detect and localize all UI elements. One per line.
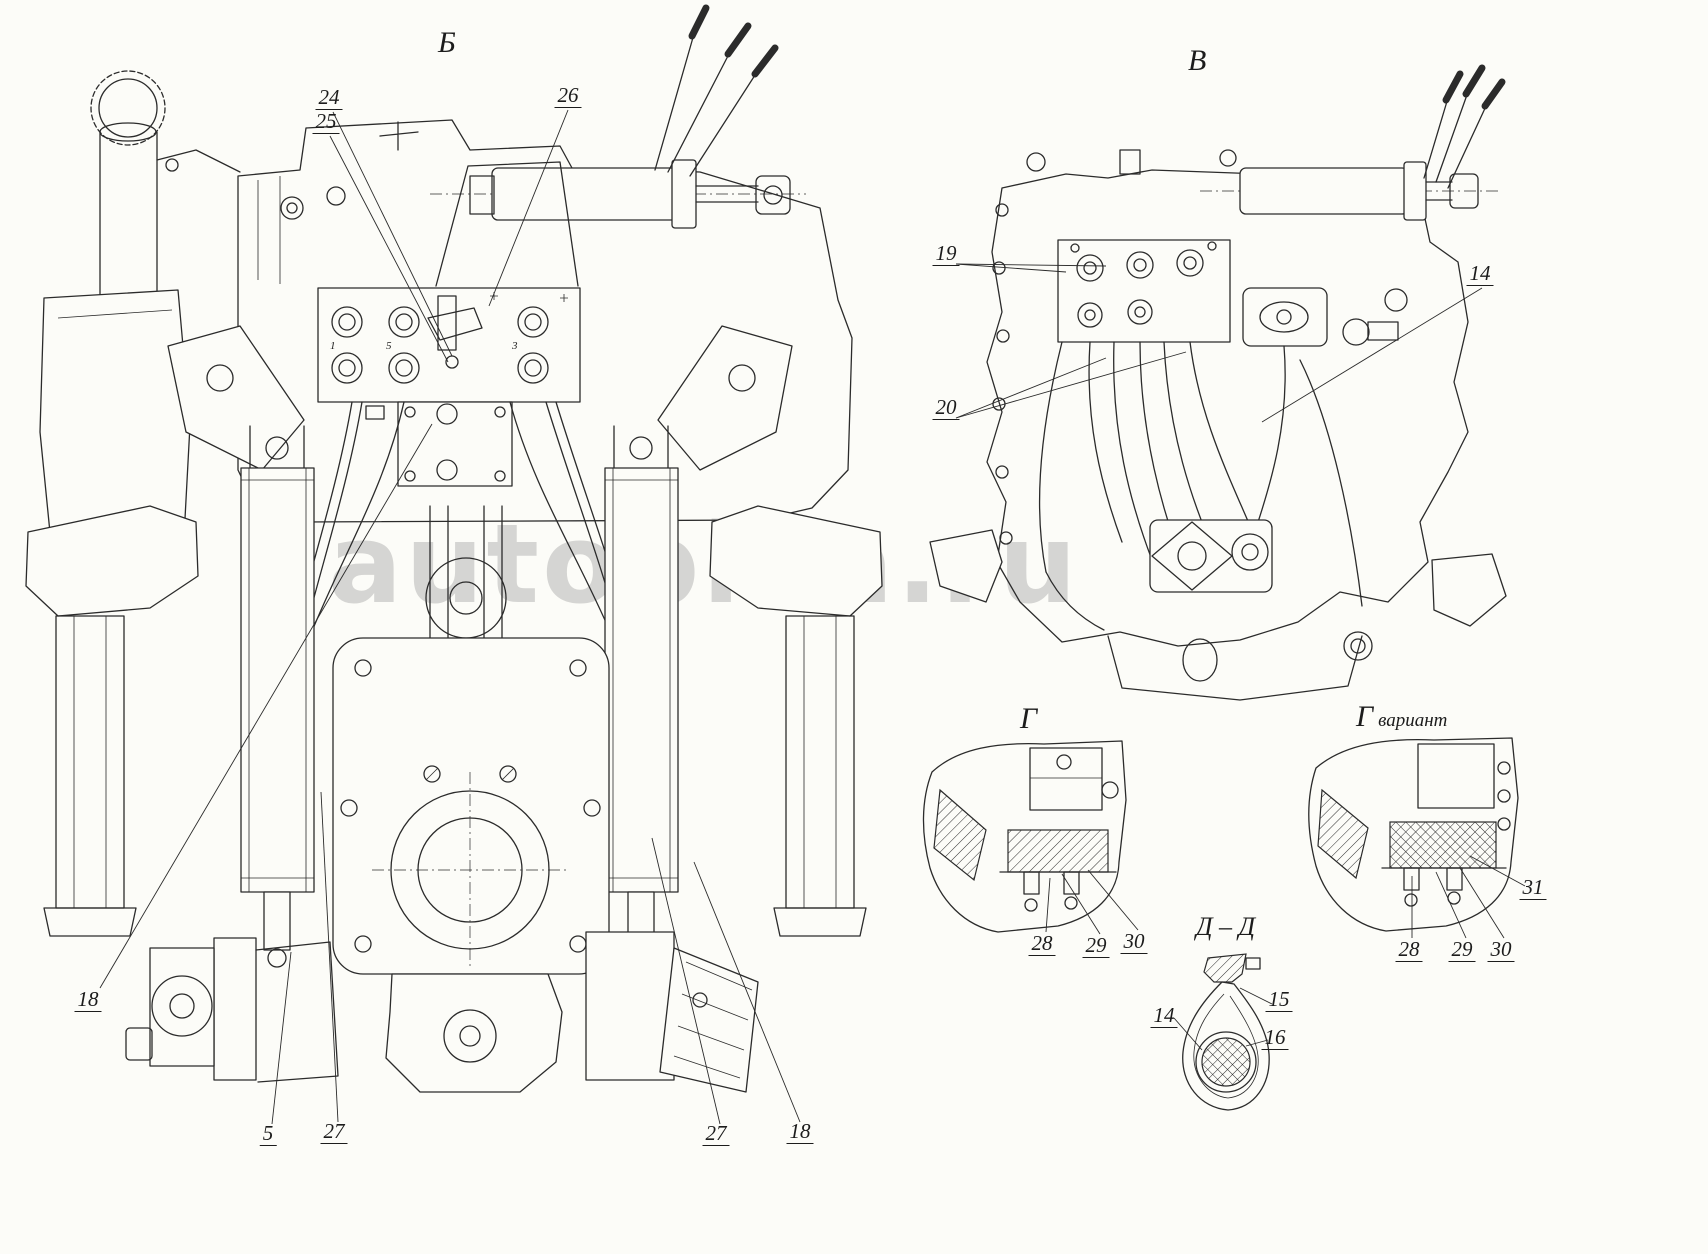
callout-14-dd: 14 [1150,1004,1178,1029]
port-number-5: 5 [386,340,392,352]
callout-24: 24 [315,86,343,111]
view-label-dd: Д – Д [1196,912,1256,941]
leader-lines [99,109,1526,1125]
callout-27-right: 27 [702,1122,730,1147]
view-label-b: Б [438,26,456,59]
callout-25: 25 [312,110,340,135]
view-b-drawing [25,4,883,1093]
port-number-1: 1 [330,340,336,352]
callout-28-g: 28 [1028,932,1056,957]
port-number-3: 3 [512,340,518,352]
view-label-g-variant-letter: Г [1356,700,1374,733]
section-dd-drawing [1182,953,1270,1111]
callout-30-g: 30 [1120,930,1148,955]
callout-19: 19 [932,242,960,267]
callout-29-g-variant: 29 [1448,938,1476,963]
view-label-g-variant-suffix: вариант [1378,710,1448,731]
callout-14-view-v: 14 [1466,262,1494,287]
callout-31: 31 [1519,876,1547,901]
view-label-g: Г [1020,702,1038,735]
callout-5: 5 [259,1122,277,1147]
view-label-v: В [1188,44,1207,77]
callout-30-g-variant: 30 [1487,938,1515,963]
callout-18-left: 18 [74,988,102,1013]
callout-29-g: 29 [1082,934,1110,959]
callout-26: 26 [554,84,582,109]
view-v-drawing [929,64,1507,701]
callout-16: 16 [1261,1026,1289,1051]
detail-g-drawing [922,740,1127,933]
detail-g-variant-drawing [1308,737,1519,932]
callout-27-left: 27 [320,1120,348,1145]
callout-15: 15 [1265,988,1293,1013]
callout-20: 20 [932,396,960,421]
callout-18-right: 18 [786,1120,814,1145]
callout-28-g-variant: 28 [1395,938,1423,963]
